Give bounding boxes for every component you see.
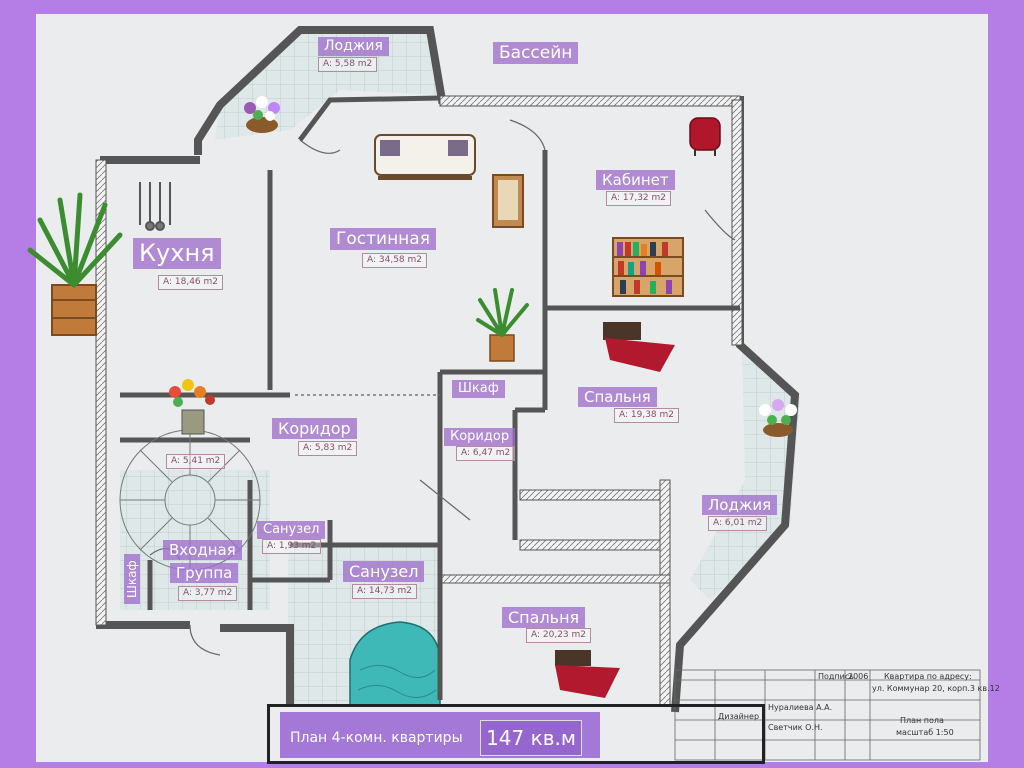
- cabinet-icon: [492, 174, 524, 228]
- room-label-bedroom-1: Спальня: [578, 387, 657, 407]
- room-label-entry-line2: Группа: [170, 563, 239, 583]
- sofa-icon: [374, 134, 476, 180]
- room-label-bedroom-2: Спальня: [502, 607, 586, 629]
- area-living: A: 34,58 m2: [362, 253, 428, 268]
- room-label-bath-small: Санузел: [257, 521, 326, 539]
- area-loggia-right: A: 6,01 m2: [708, 516, 768, 531]
- plan-caption: План 4-комн. квартиры: [290, 730, 463, 746]
- room-label-pool: Бассейн: [493, 42, 579, 65]
- room-label-study: Кабинет: [596, 170, 675, 190]
- title-block-role: Дизайнер: [718, 712, 760, 721]
- title-block-sign: Подпись: [818, 672, 854, 681]
- title-block-sheet-title: План пола: [900, 716, 944, 725]
- area-kitchen: A: 18,46 m2: [158, 275, 224, 290]
- caption-frame: [267, 704, 765, 764]
- room-label-wardrobe-mid: Шкаф: [452, 380, 505, 398]
- room-label-entry-line1: Входная: [163, 540, 242, 560]
- room-label-living: Гостинная: [330, 228, 436, 251]
- area-bath-big: A: 14,73 m2: [352, 584, 418, 599]
- bookshelf-icon: [612, 237, 684, 297]
- room-label-corridor-2: Коридор: [444, 428, 516, 446]
- armchair-icon: [689, 117, 721, 156]
- title-block-year: 2006: [848, 672, 869, 681]
- area-corridor-2: A: 6,47 m2: [456, 446, 516, 461]
- room-label-corridor-1: Коридор: [272, 418, 357, 440]
- flower-pot-corridor-icon: [169, 379, 215, 435]
- area-study: A: 17,32 m2: [606, 191, 672, 206]
- area-bedroom-2: A: 20,23 m2: [526, 628, 592, 643]
- area-entry: A: 3,77 m2: [178, 586, 238, 601]
- title-block-scale: масштаб 1:50: [896, 728, 954, 737]
- title-block-address-2: ул. Коммунар 20, корп.3 кв.12: [872, 684, 1000, 693]
- area-bedroom-1: A: 19,38 m2: [614, 408, 680, 423]
- area-hall: A: 5,41 m2: [166, 454, 226, 469]
- title-block-address-1: Квартира по адресу:: [884, 672, 972, 681]
- area-loggia-top: A: 5,58 m2: [318, 57, 378, 72]
- title-block-person-2: Светчик О.Н.: [768, 723, 823, 732]
- room-label-wardrobe-left: Шкаф: [124, 554, 141, 604]
- total-area: 147 кв.м: [480, 720, 582, 756]
- flower-basket-right-icon: [759, 399, 797, 437]
- area-bath-small: A: 1,93 m2: [262, 539, 322, 554]
- pool-ripples: [357, 665, 437, 698]
- room-label-loggia-right: Лоджия: [702, 495, 778, 515]
- room-label-loggia-top: Лоджия: [318, 37, 389, 56]
- area-corridor-1: A: 5,83 m2: [298, 441, 358, 456]
- kitchen-utensils-icon: [139, 182, 171, 231]
- room-label-bath-big: Санузел: [343, 561, 425, 583]
- bed-top-icon: [603, 322, 675, 372]
- palm-plant-left-icon: [27, 192, 123, 336]
- bed-bottom-icon: [555, 650, 620, 698]
- palm-plant-living-icon: [476, 288, 529, 362]
- flower-basket-top-icon: [244, 96, 280, 133]
- hatched-walls: [95, 95, 743, 706]
- doors: [149, 119, 736, 656]
- title-block-person-1: Нуралиева А.А.: [768, 703, 833, 712]
- room-label-kitchen: Кухня: [133, 238, 221, 269]
- title-block-grid: [674, 669, 981, 761]
